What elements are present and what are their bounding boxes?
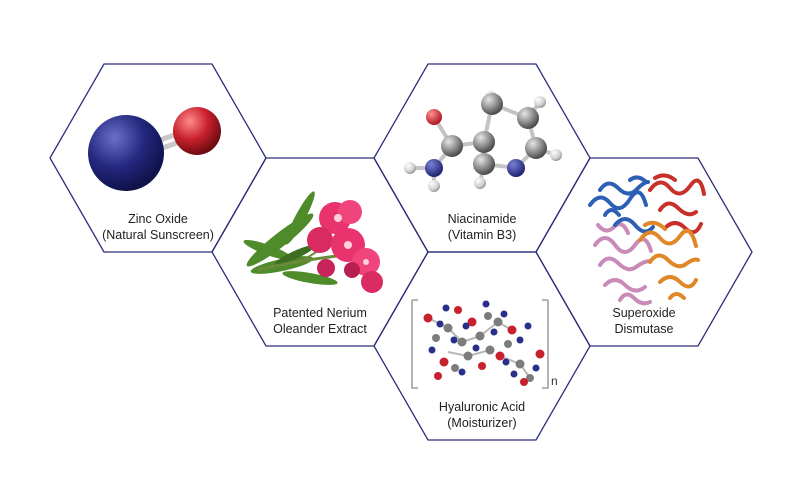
superoxide-dismutase-protein-icon: [588, 173, 706, 306]
ingredient-note: (Moisturizer): [447, 416, 517, 430]
ingredient-note: Dismutase: [614, 322, 674, 336]
ingredient-name: Hyaluronic Acid: [438, 400, 526, 414]
label-niacinamide: Niacinamide (Vitamin B3): [392, 211, 572, 243]
oleander-flower-icon: [243, 191, 383, 293]
label-hyaluronic: Hyaluronic Acid (Moisturizer): [392, 399, 572, 431]
ingredient-note: (Vitamin B3): [447, 228, 517, 242]
zinc-oxide-molecule-icon: [88, 107, 221, 191]
hyaluronic-acid-molecule-icon: [411, 299, 549, 389]
ingredient-note: Oleander Extract: [273, 322, 367, 336]
polymer-subscript: n: [551, 374, 558, 388]
ingredient-name: Zinc Oxide: [128, 212, 188, 226]
hexagon-sod: [535, 157, 753, 347]
ingredient-name: Superoxide: [612, 306, 676, 320]
ingredient-name: Patented Nerium: [273, 306, 367, 320]
ingredient-name: Niacinamide: [447, 212, 517, 226]
label-zinc-oxide: Zinc Oxide (Natural Sunscreen): [68, 211, 248, 243]
label-nerium: Patented Nerium Oleander Extract: [230, 305, 410, 337]
label-sod: Superoxide Dismutase: [554, 305, 734, 337]
ingredient-note: (Natural Sunscreen): [102, 228, 214, 242]
niacinamide-molecule-icon: [404, 91, 562, 192]
